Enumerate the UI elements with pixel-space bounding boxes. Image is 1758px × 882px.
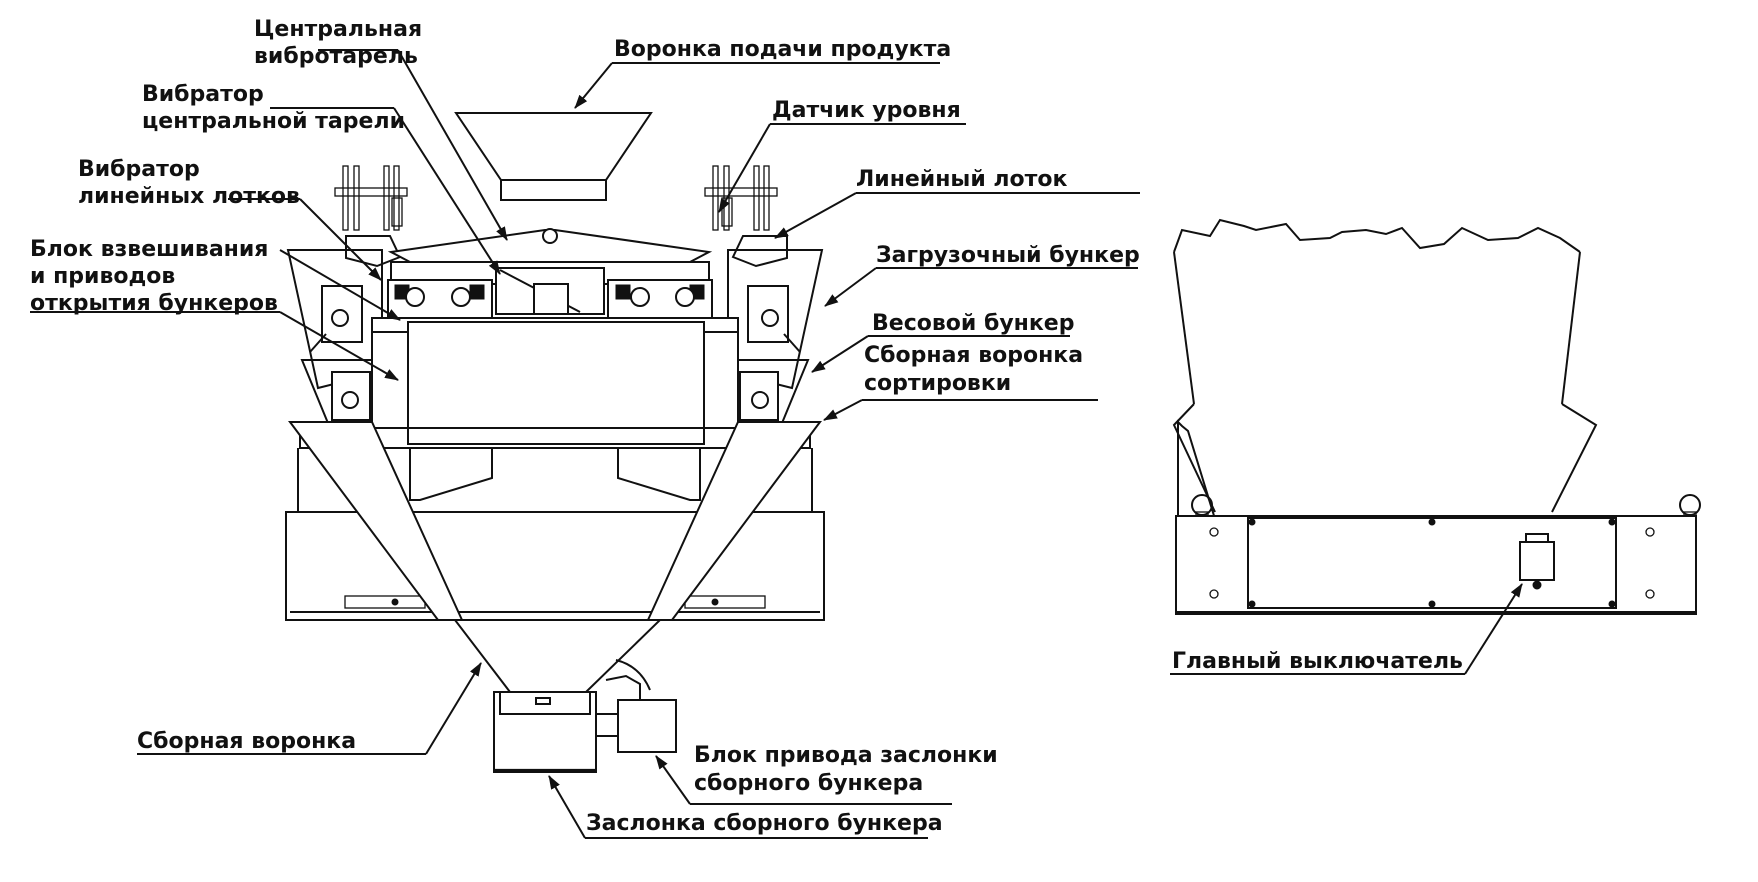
level-sensor-brackets [334,165,778,231]
label-sort-funnel-line1: Сборная воронка [864,343,1083,368]
gate-box [493,691,597,773]
label-linear-tray: Линейный лоток [856,167,1067,192]
trays-and-plate [345,228,788,315]
main-switch-box [1519,533,1555,590]
label-weigh-block-line1: Блок взвешивания [30,237,268,262]
label-weigh-block-line3: открытия бункеров [30,291,278,316]
label-linear-vibrator-line1: Вибратор [78,157,200,182]
label-central-plate-line1: Центральная [254,17,422,42]
front-view-drawing [285,112,825,773]
label-gate: Заслонка сборного бункера [586,811,943,836]
weigh-unit-body [371,317,739,445]
label-central-vibrator-line2: центральной тарели [142,109,405,134]
panel-screws [1209,518,1655,608]
label-central-plate-line2: вибротарель [254,44,418,69]
label-weigh-hopper: Весовой бункер [872,311,1074,336]
hopper-gate-mechanisms [309,285,801,421]
label-feed-funnel: Воронка подачи продукта [614,37,951,62]
label-gate-drive-line1: Блок привода заслонки [694,743,998,768]
label-gate-drive-line2: сборного бункера [694,771,923,796]
label-main-switch: Главный выключатель [1172,649,1463,674]
label-level-sensor: Датчик уровня [772,98,961,123]
side-view-drawing [1172,218,1701,615]
labels: Центральная вибротарель Воронка подачи п… [30,17,1463,836]
feed-funnel-shape [454,112,653,201]
label-loading-hopper: Загрузочный бункер [876,243,1140,268]
label-linear-vibrator-line2: линейных лотков [78,184,300,209]
label-sort-funnel-line2: сортировки [864,371,1011,396]
gate-drive-unit [595,659,677,753]
label-weigh-block-line2: и приводов [30,264,175,289]
collecting-funnel-shape [452,619,663,693]
label-central-vibrator-line1: Вибратор [142,82,264,107]
leader-lines [30,49,1523,839]
label-collect-funnel: Сборная воронка [137,729,356,754]
vibrator-assemblies [387,279,713,321]
